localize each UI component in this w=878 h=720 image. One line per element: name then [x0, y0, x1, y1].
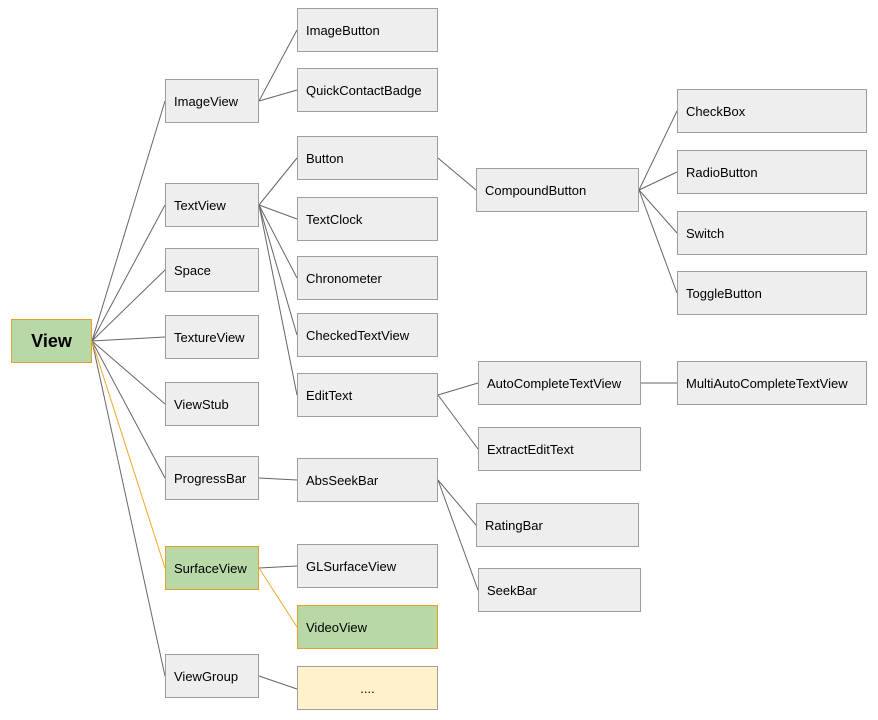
node-viewstub: ViewStub — [165, 382, 259, 426]
node-multiautocompletetextview: MultiAutoCompleteTextView — [677, 361, 867, 405]
node-textclock: TextClock — [297, 197, 438, 241]
node-videoview: VideoView — [297, 605, 438, 649]
node-extractedittext: ExtractEditText — [478, 427, 641, 471]
edge-view-viewgroup — [91, 340, 166, 677]
edge-viewgroup-ellipsis — [258, 675, 298, 690]
node-surfaceview: SurfaceView — [165, 546, 259, 590]
edge-textview-edittext — [258, 204, 298, 396]
node-ratingbar: RatingBar — [476, 503, 639, 547]
edge-view-textview — [91, 204, 166, 342]
node-autocompletetextview: AutoCompleteTextView — [478, 361, 641, 405]
edge-view-imageview — [91, 100, 166, 342]
node-textureview: TextureView — [165, 315, 259, 359]
node-ellipsis: .... — [297, 666, 438, 710]
edge-textview-textclock — [258, 204, 298, 220]
edge-textview-chronometer — [258, 204, 298, 279]
edge-edittext-autocomplete — [437, 382, 479, 396]
node-quickcontactbadge: QuickContactBadge — [297, 68, 438, 112]
edge-button-compoundbutton — [437, 157, 477, 191]
edge-compound-checkbox — [638, 110, 678, 191]
node-space: Space — [165, 248, 259, 292]
node-textview: TextView — [165, 183, 259, 227]
edge-surfaceview-glsurfaceview — [258, 565, 298, 569]
edge-absseekbar-ratingbar — [437, 479, 477, 526]
node-checkbox: CheckBox — [677, 89, 867, 133]
edge-edittext-extractedittext — [437, 394, 479, 450]
edge-view-surfaceview — [91, 340, 166, 569]
node-view: View — [11, 319, 92, 363]
node-edittext: EditText — [297, 373, 438, 417]
node-viewgroup: ViewGroup — [165, 654, 259, 698]
edge-absseekbar-seekbar — [437, 479, 479, 591]
node-absseekbar: AbsSeekBar — [297, 458, 438, 502]
edge-imageview-imagebutton — [258, 29, 298, 102]
node-progressbar: ProgressBar — [165, 456, 259, 500]
node-imageview: ImageView — [165, 79, 259, 123]
node-compoundbutton: CompoundButton — [476, 168, 639, 212]
edge-view-viewstub — [91, 340, 166, 405]
edge-textview-button — [258, 157, 298, 206]
node-checkedtextview: CheckedTextView — [297, 313, 438, 357]
node-switch: Switch — [677, 211, 867, 255]
node-button: Button — [297, 136, 438, 180]
node-seekbar: SeekBar — [478, 568, 641, 612]
edge-surfaceview-videoview — [258, 567, 298, 628]
edge-progressbar-absseekbar — [258, 477, 298, 481]
edge-view-textureview — [91, 336, 166, 342]
edge-compound-switch — [638, 189, 678, 234]
node-radiobutton: RadioButton — [677, 150, 867, 194]
node-chronometer: Chronometer — [297, 256, 438, 300]
edge-textview-checkedtextview — [258, 204, 298, 336]
edge-compound-togglebutton — [638, 189, 678, 294]
node-glsurfaceview: GLSurfaceView — [297, 544, 438, 588]
edge-view-progressbar — [91, 340, 166, 479]
node-imagebutton: ImageButton — [297, 8, 438, 52]
edge-compound-radiobutton — [638, 171, 678, 191]
edge-imageview-quickcontactbadge — [258, 89, 298, 102]
edge-view-space — [91, 269, 166, 342]
node-togglebutton: ToggleButton — [677, 271, 867, 315]
